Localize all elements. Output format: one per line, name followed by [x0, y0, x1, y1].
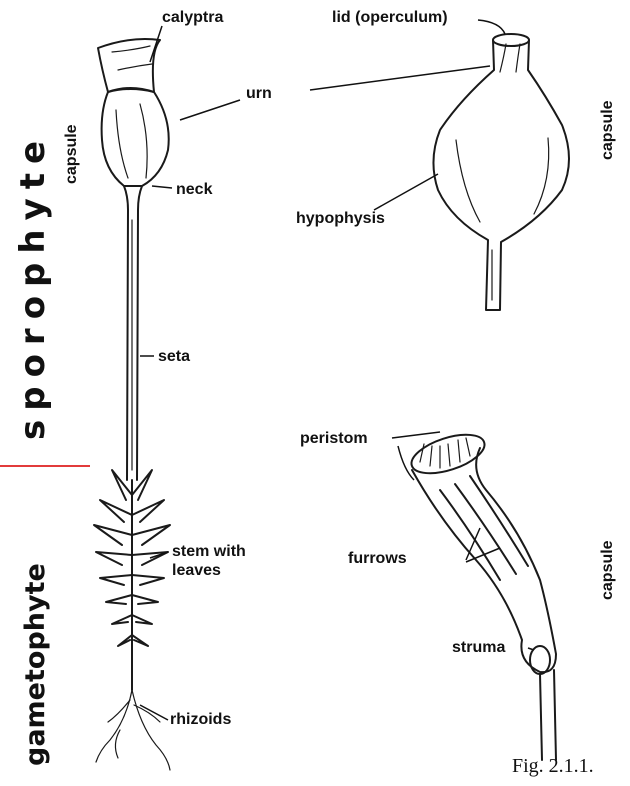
open-capsule-drawing: [407, 427, 556, 760]
leader-lines: [140, 20, 534, 720]
leaves-label: leaves: [172, 562, 221, 579]
urn-label: urn: [246, 85, 272, 102]
seta-drawing: [124, 186, 142, 480]
neck-label: neck: [176, 181, 213, 198]
left-capsule-drawing: [102, 88, 169, 186]
capsule-label-right-bottom: capsule: [599, 540, 616, 600]
rhizoids-drawing: [96, 690, 170, 770]
struma-label: struma: [452, 639, 505, 656]
rhizoids-label: rhizoids: [170, 711, 231, 728]
capsule-label-right-top: capsule: [599, 100, 616, 160]
seta-label: seta: [158, 348, 190, 365]
sporophyte-drawing: [98, 39, 169, 480]
gametophyte-label: gametophyte: [20, 563, 51, 766]
gametophyte-drawing: [94, 470, 170, 770]
figure-caption: Fig. 2.1.1.: [512, 755, 594, 777]
stem-with-label: stem with: [172, 543, 246, 560]
lid-operculum-label: lid (operculum): [332, 9, 448, 26]
capsule-detail-drawing: [433, 34, 569, 310]
furrows-label: furrows: [348, 550, 407, 567]
calyptra-drawing: [98, 39, 160, 92]
lid-drawing: [493, 34, 529, 46]
capsule-label-left: capsule: [63, 124, 80, 184]
hypophysis-label: hypophysis: [296, 210, 385, 227]
sporophyte-label: sporophyte: [13, 132, 53, 440]
peristom-label: peristom: [300, 430, 368, 447]
calyptra-label: calyptra: [162, 9, 223, 26]
